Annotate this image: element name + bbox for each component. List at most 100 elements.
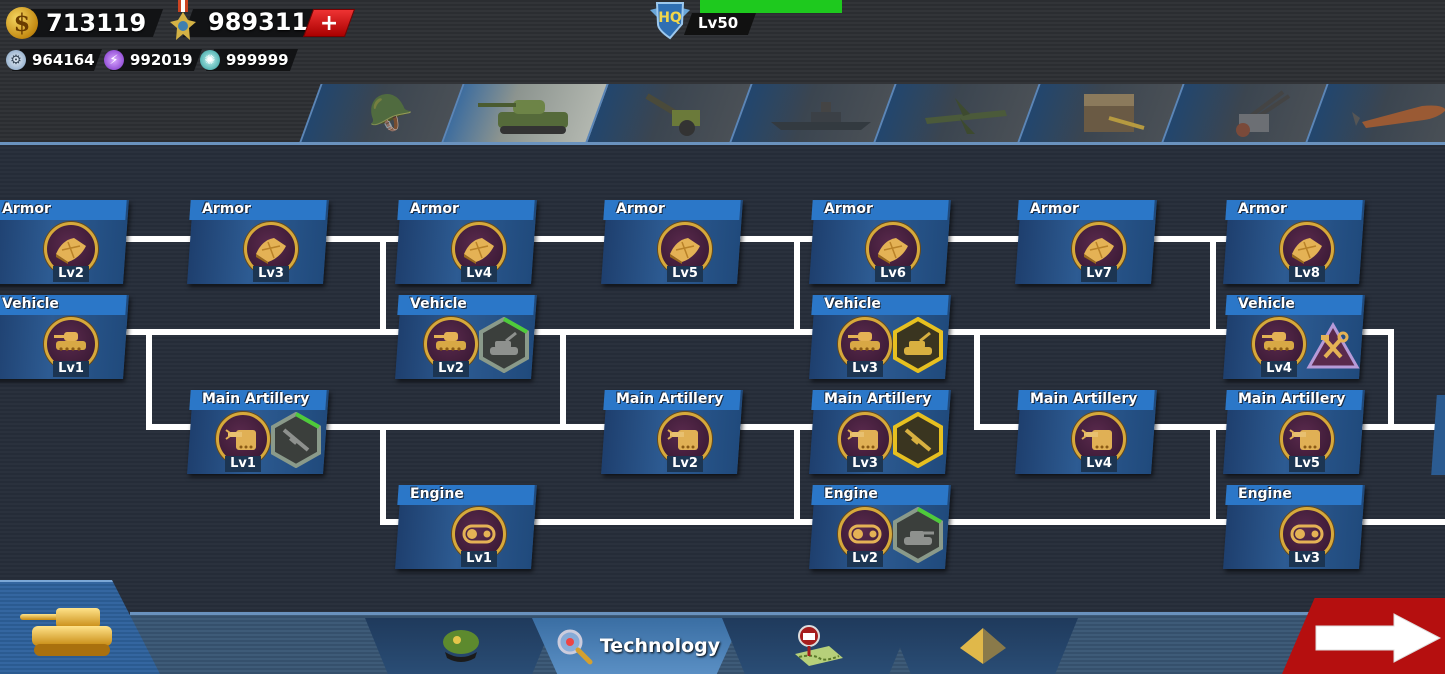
tech-node-level: Lv4 bbox=[1081, 456, 1117, 472]
tab-navy[interactable] bbox=[729, 84, 911, 142]
add-resources-button[interactable]: + bbox=[302, 9, 356, 37]
tech-node-level: Lv1 bbox=[225, 456, 261, 472]
svg-text:HQ: HQ bbox=[658, 10, 682, 26]
tab-missile[interactable] bbox=[1305, 84, 1445, 142]
tech-node[interactable]: Main Artillery Lv5 bbox=[1223, 390, 1365, 474]
aa-gun-icon bbox=[1174, 84, 1332, 142]
map-pin-icon bbox=[795, 625, 843, 666]
aa-tank-unlock-icon[interactable] bbox=[478, 317, 530, 373]
tech-node-title: Engine bbox=[824, 486, 878, 502]
tab-bunker[interactable] bbox=[1017, 84, 1199, 142]
tech-node-level: Lv5 bbox=[1289, 456, 1325, 472]
golden-tank-icon bbox=[20, 608, 112, 656]
tech-node[interactable]: Armor Lv3 bbox=[187, 200, 329, 284]
tab-artillery[interactable] bbox=[585, 84, 767, 142]
missile-icon bbox=[1318, 84, 1445, 142]
tab-technology-label: Technology bbox=[599, 635, 721, 657]
tech-node[interactable]: Vehicle Lv4 bbox=[1223, 295, 1365, 379]
arrow-right-icon bbox=[1315, 613, 1442, 663]
tank-icon bbox=[454, 84, 612, 142]
tech-node-level: Lv3 bbox=[1289, 551, 1325, 567]
rifle-unlock-icon[interactable] bbox=[270, 412, 322, 468]
tech-node[interactable]: Armor Lv7 bbox=[1015, 200, 1157, 284]
tech-node-title: Main Artillery bbox=[616, 391, 724, 407]
divider bbox=[0, 142, 1445, 145]
tech-node-title: Main Artillery bbox=[202, 391, 310, 407]
hq-shield-icon: HQ bbox=[650, 2, 690, 40]
offscreen-node[interactable] bbox=[1431, 395, 1445, 475]
tech-node[interactable]: Engine Lv1 bbox=[395, 485, 537, 569]
pyramid-icon bbox=[960, 628, 1006, 664]
lightning-icon: ⚡ bbox=[104, 50, 124, 70]
tank-unlock-icon[interactable] bbox=[892, 507, 944, 563]
tech-node-title: Armor bbox=[410, 201, 459, 217]
gear-counter: ⚙ 964164 bbox=[6, 49, 103, 71]
tech-node-level: Lv4 bbox=[461, 266, 497, 282]
unit-category-tabs: 🪖 bbox=[0, 84, 1445, 144]
gold-counter: $ 713119 bbox=[6, 6, 164, 40]
tech-node[interactable]: Vehicle Lv3 bbox=[809, 295, 951, 379]
medal-counter: 989311 bbox=[168, 0, 330, 44]
tech-node[interactable]: Main Artillery Lv3 bbox=[809, 390, 951, 474]
tech-node-level: Lv3 bbox=[847, 456, 883, 472]
tech-node-level: Lv3 bbox=[847, 361, 883, 377]
hq-progress-fill bbox=[700, 0, 842, 13]
tech-node-title: Main Artillery bbox=[824, 391, 932, 407]
gold-value: 713119 bbox=[46, 9, 147, 37]
magnifier-icon bbox=[557, 629, 593, 665]
tech-node-level: Lv2 bbox=[847, 551, 883, 567]
rifle-unlock-icon[interactable] bbox=[892, 412, 944, 468]
tech-node-level: Lv2 bbox=[53, 266, 89, 282]
energy-counter: ⚡ 992019 bbox=[104, 49, 203, 71]
armor-plate-icon bbox=[1072, 222, 1126, 276]
tech-node[interactable]: Engine Lv2 bbox=[809, 485, 951, 569]
tank-icon bbox=[1252, 317, 1306, 371]
tech-tree: Armor Lv2 Vehicle Lv1 Armor Lv3 Main Art… bbox=[0, 145, 1445, 615]
tech-node-title: Main Artillery bbox=[1238, 391, 1346, 407]
tech-node[interactable]: Armor Lv2 bbox=[0, 200, 129, 284]
tech-node[interactable]: Vehicle Lv1 bbox=[0, 295, 129, 379]
tab-anti-air[interactable] bbox=[1161, 84, 1343, 142]
tech-node-level: Lv1 bbox=[461, 551, 497, 567]
bunker-icon bbox=[1030, 84, 1188, 142]
tab-map[interactable] bbox=[722, 618, 912, 674]
tech-node[interactable]: Engine Lv3 bbox=[1223, 485, 1365, 569]
tech-node-title: Armor bbox=[1030, 201, 1079, 217]
plane-icon bbox=[886, 84, 1044, 142]
tab-officers[interactable] bbox=[365, 618, 555, 674]
tech-node[interactable]: Main Artillery Lv1 bbox=[187, 390, 329, 474]
tech-node-title: Vehicle bbox=[410, 296, 467, 312]
repair-tools-icon bbox=[1306, 321, 1360, 369]
tech-node-level: Lv4 bbox=[1261, 361, 1297, 377]
tech-node[interactable]: Main Artillery Lv2 bbox=[601, 390, 743, 474]
aa-tank-unlock-icon[interactable] bbox=[892, 317, 944, 373]
tech-node[interactable]: Main Artillery Lv4 bbox=[1015, 390, 1157, 474]
tab-technology[interactable]: Technology bbox=[532, 618, 742, 674]
tech-node-title: Armor bbox=[824, 201, 873, 217]
tech-node-level: Lv2 bbox=[667, 456, 703, 472]
atom-counter: ✺ 999999 bbox=[200, 49, 299, 71]
tech-node-title: Engine bbox=[410, 486, 464, 502]
atom-icon: ✺ bbox=[200, 50, 220, 70]
tech-node-level: Lv1 bbox=[53, 361, 89, 377]
gold-coin-icon: $ bbox=[6, 7, 38, 39]
tab-pyramid[interactable] bbox=[888, 618, 1078, 674]
gear-icon: ⚙ bbox=[6, 50, 26, 70]
medal-value: 989311 bbox=[208, 8, 309, 36]
tech-node[interactable]: Armor Lv5 bbox=[601, 200, 743, 284]
track-icon bbox=[838, 507, 892, 561]
hq-progress-bar bbox=[700, 0, 842, 13]
tech-node-title: Engine bbox=[1238, 486, 1292, 502]
tab-air-force[interactable] bbox=[873, 84, 1055, 142]
tech-node-title: Vehicle bbox=[1238, 296, 1295, 312]
tab-tank[interactable] bbox=[441, 84, 623, 142]
tech-node-title: Armor bbox=[1238, 201, 1287, 217]
tech-node[interactable]: Armor Lv4 bbox=[395, 200, 537, 284]
tech-node-level: Lv5 bbox=[667, 266, 703, 282]
hq-level[interactable]: HQ Lv50 bbox=[640, 0, 842, 40]
tech-node[interactable]: Vehicle Lv2 bbox=[395, 295, 537, 379]
tech-node[interactable]: Armor Lv8 bbox=[1223, 200, 1365, 284]
tech-node[interactable]: Armor Lv6 bbox=[809, 200, 951, 284]
tech-node-level: Lv8 bbox=[1289, 266, 1325, 282]
tech-node-level: Lv2 bbox=[433, 361, 469, 377]
